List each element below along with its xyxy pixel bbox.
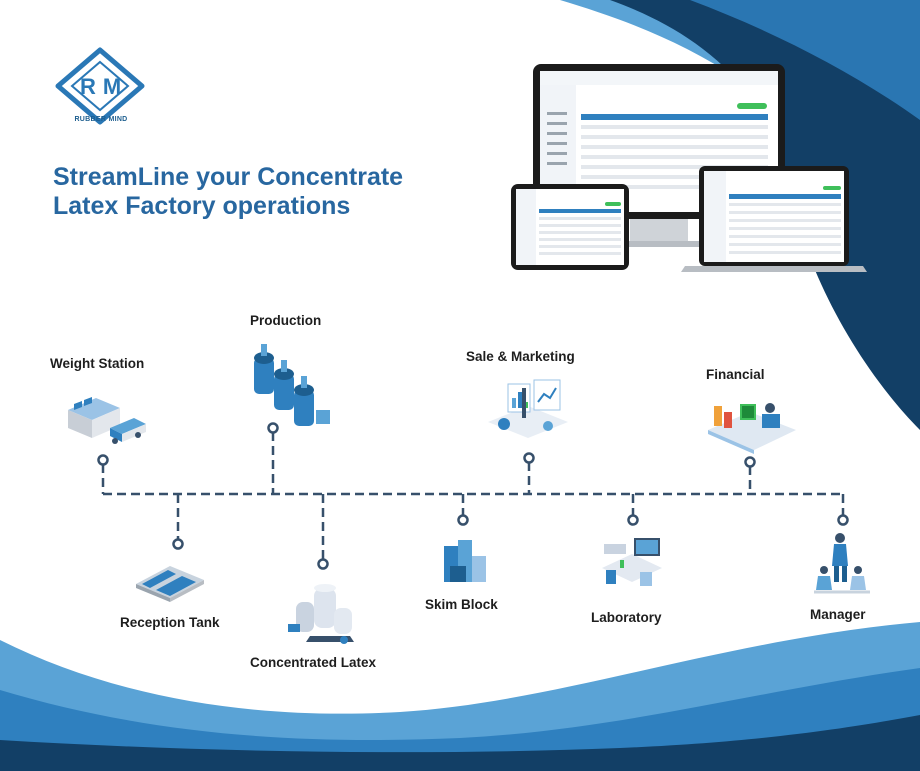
node-laboratory <box>627 514 639 526</box>
label-financial: Financial <box>706 367 765 382</box>
label-sale-marketing: Sale & Marketing <box>466 349 575 364</box>
rubber-mind-logo: R M <box>55 47 145 125</box>
svg-text:R: R <box>80 74 96 99</box>
node-financial <box>744 456 756 468</box>
skim-blocks-icon <box>444 540 486 582</box>
label-concentrated-latex: Concentrated Latex <box>250 655 377 670</box>
node-weight-station <box>97 454 109 466</box>
label-weight-station: Weight Station <box>50 356 145 371</box>
tablet-device <box>511 184 629 270</box>
manager-team-icon <box>814 533 870 594</box>
analytics-board-icon <box>488 379 568 438</box>
node-reception-tank <box>172 538 184 550</box>
label-reception-tank: Reception Tank <box>120 615 220 630</box>
reception-tank-icon <box>136 566 204 602</box>
node-production <box>267 422 279 434</box>
top-right-wave-mid <box>690 0 920 120</box>
top-right-wave-dark <box>610 0 920 430</box>
headline: StreamLine your Concentrate Latex Factor… <box>53 163 483 221</box>
latex-tanks-icon <box>288 584 354 644</box>
brand-name: RUBBER MIND <box>74 116 128 123</box>
node-manager <box>837 514 849 526</box>
laptop-device <box>681 166 867 272</box>
label-skim-block: Skim Block <box>425 597 498 612</box>
finance-desk-icon <box>708 403 796 454</box>
label-laboratory: Laboratory <box>591 610 662 625</box>
bottom-wave-dark <box>0 715 920 771</box>
headline-line-1: StreamLine your Concentrate <box>53 163 404 191</box>
label-production: Production <box>250 313 322 328</box>
truck-warehouse-icon <box>68 397 146 444</box>
lab-desk-icon <box>602 538 662 586</box>
factory-tanks-icon <box>254 344 330 426</box>
svg-text:M: M <box>103 74 121 99</box>
label-manager: Manager <box>810 607 866 622</box>
device-mockups-illustration <box>511 64 867 272</box>
headline-line-2: Latex Factory operations <box>53 192 351 220</box>
node-sale-marketing <box>523 452 535 464</box>
node-skim-block <box>457 514 469 526</box>
node-concentrated-latex <box>317 558 329 570</box>
